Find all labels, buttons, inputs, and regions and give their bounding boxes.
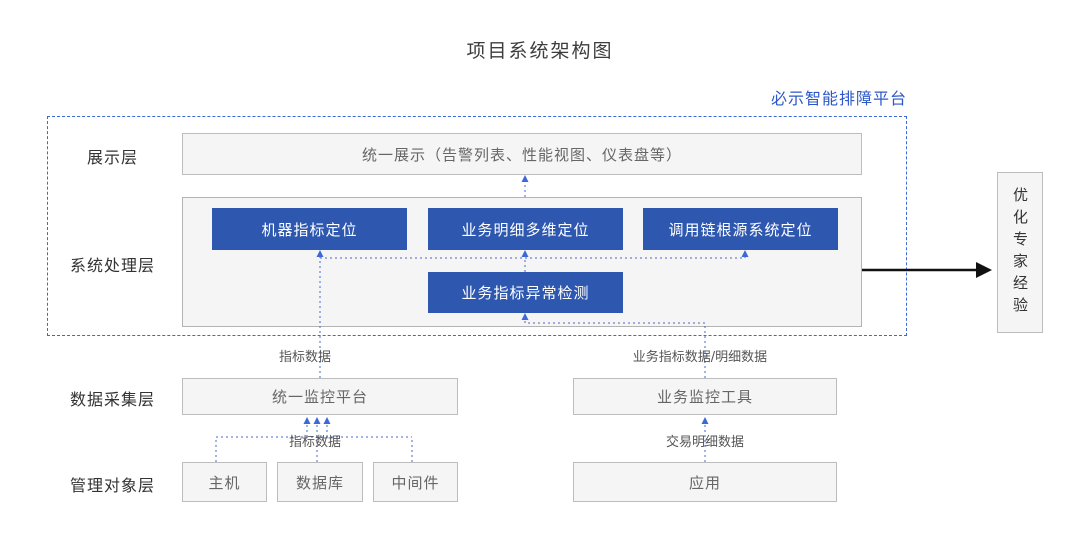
edge-label-metric-data-lower: 指标数据: [288, 435, 341, 450]
box-host: 主机: [182, 462, 267, 502]
layer-label-collection: 数据采集层: [69, 390, 155, 409]
box-business-metric-anomaly-detection: 业务指标异常检测: [428, 272, 623, 313]
edge-label-business-metric-detail-data: 业务指标数据/明细数据: [632, 350, 768, 365]
box-unified-display: 统一展示（告警列表、性能视图、仪表盘等）: [182, 133, 862, 175]
box-database: 数据库: [277, 462, 363, 502]
edge-label-metric-data-upper: 指标数据: [278, 350, 331, 365]
box-unified-monitoring-platform: 统一监控平台: [182, 378, 458, 415]
box-callchain-root-cause-localization: 调用链根源系统定位: [643, 208, 838, 250]
layer-label-managed-objects: 管理对象层: [69, 476, 155, 495]
page-title: 项目系统架构图: [466, 40, 614, 62]
box-business-detail-multidim-localization: 业务明细多维定位: [428, 208, 623, 250]
platform-label: 必示智能排障平台: [770, 89, 907, 108]
box-expert-experience: 优化专家经验: [997, 172, 1043, 333]
platform-dashed-frame: [47, 116, 907, 336]
layer-label-processing: 系统处理层: [69, 256, 155, 275]
box-application: 应用: [573, 462, 837, 502]
box-middleware: 中间件: [373, 462, 458, 502]
box-machine-metric-localization: 机器指标定位: [212, 208, 407, 250]
layer-label-display: 展示层: [86, 148, 138, 167]
edge-label-transaction-detail-data: 交易明细数据: [665, 435, 744, 450]
box-business-monitoring-tool: 业务监控工具: [573, 378, 837, 415]
